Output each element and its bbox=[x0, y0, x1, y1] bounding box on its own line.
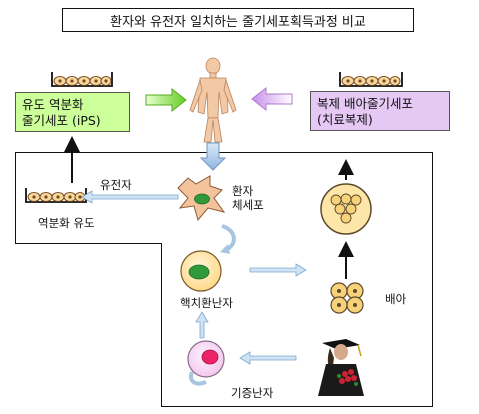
donor-egg-label: 기증난자 bbox=[231, 386, 274, 400]
somatic-label-line2: 체세포 bbox=[232, 198, 264, 212]
arrow-donor-to-egg bbox=[239, 351, 297, 365]
blastocyst-icon bbox=[320, 183, 372, 235]
cloning-process-frame bbox=[161, 152, 433, 407]
blue-down-arrow-icon bbox=[199, 142, 227, 171]
nuclear-transfer-egg-label: 핵치환난자 bbox=[180, 296, 233, 310]
culture-dish-icon-top-right bbox=[339, 72, 403, 87]
dediff-label: 역분화 유도 bbox=[38, 216, 95, 230]
ips-label-box: 유도 역분화 줄기세포 (iPS) bbox=[15, 92, 130, 132]
donor-egg-icon bbox=[187, 340, 225, 378]
embryo-label: 배아 bbox=[385, 292, 407, 306]
green-arrow-icon bbox=[145, 87, 187, 113]
violet-arrow-icon bbox=[251, 86, 293, 112]
culture-dish-icon-top-left bbox=[51, 72, 113, 87]
curved-arrow-donor-egg bbox=[189, 371, 207, 386]
somatic-cell-icon bbox=[177, 175, 226, 222]
gene-label: 유전자 bbox=[100, 178, 132, 192]
ips-label-line2: 줄기세포 (iPS) bbox=[22, 113, 101, 128]
clone-label-line1: 복제 배아줄기세포 bbox=[317, 96, 413, 111]
somatic-cell-label: 환자 체세포 bbox=[232, 184, 264, 212]
somatic-label-line1: 환자 bbox=[232, 184, 254, 198]
arrow-egg-to-embryo bbox=[249, 263, 307, 277]
nuclear-transfer-egg-icon bbox=[180, 250, 222, 292]
culture-dish-icon-left bbox=[25, 188, 87, 203]
human-body-icon bbox=[189, 57, 237, 143]
ips-label-line1: 유도 역분화 bbox=[22, 97, 84, 112]
diagram-title: 환자와 유전자 일치하는 줄기세포획득과정 비교 bbox=[62, 8, 414, 32]
gene-transfer-arrow bbox=[81, 190, 179, 204]
clone-label-box: 복제 배아줄기세포 (치료복제) bbox=[310, 91, 450, 131]
egg-donor-woman-icon bbox=[318, 339, 364, 396]
embryo-icon bbox=[330, 282, 364, 314]
arrow-donor-to-nuclear-egg bbox=[195, 311, 209, 339]
clone-label-line2: (치료복제) bbox=[317, 112, 373, 127]
